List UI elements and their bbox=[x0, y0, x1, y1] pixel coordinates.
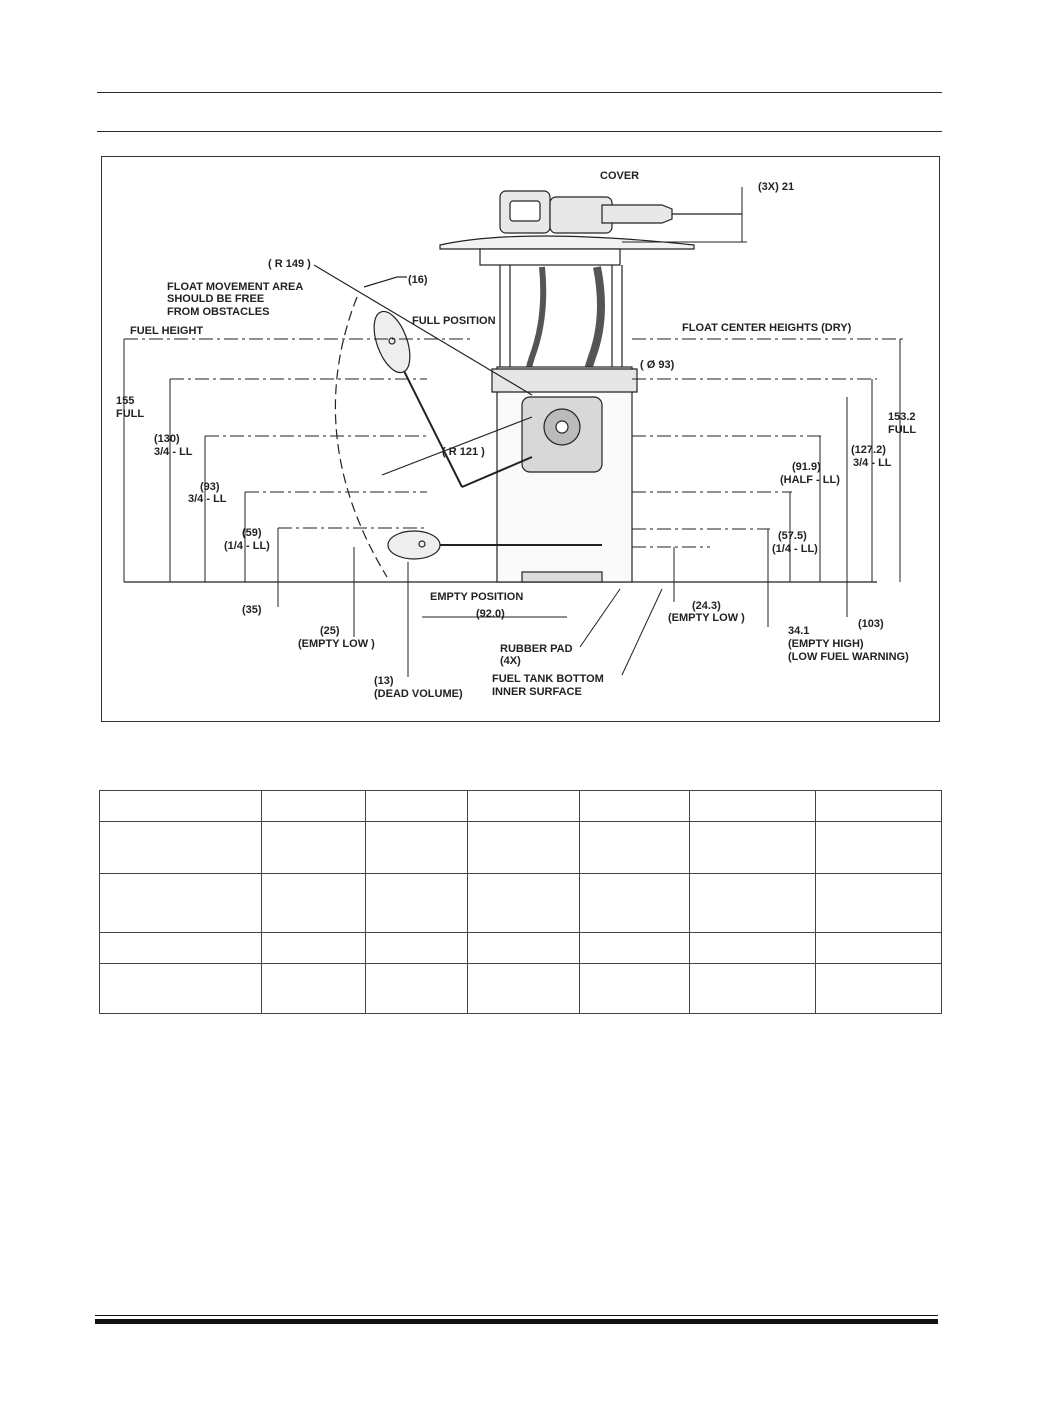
table-cell bbox=[260, 873, 366, 933]
label-h57: (57.5) bbox=[778, 530, 807, 542]
label-h91: (91.9) bbox=[792, 461, 821, 473]
label-fuel-height: FUEL HEIGHT bbox=[130, 325, 203, 337]
label-dead-volume: (DEAD VOLUME) bbox=[374, 688, 463, 700]
table-cell bbox=[466, 963, 581, 1014]
table-cell bbox=[466, 821, 581, 874]
label-tank-bottom-1: FUEL TANK BOTTOM bbox=[492, 673, 604, 685]
label-d92: (92.0) bbox=[476, 608, 505, 620]
label-h127: (127.2) bbox=[851, 444, 886, 456]
label-h155: 155 bbox=[116, 395, 134, 407]
table-cell bbox=[260, 963, 366, 1014]
label-tank-bottom-2: INNER SURFACE bbox=[492, 686, 582, 698]
label-float-area-2: SHOULD BE FREE bbox=[167, 293, 264, 305]
table-row bbox=[99, 790, 942, 822]
label-diameter-93: ( Ø 93) bbox=[640, 359, 675, 371]
table-cell bbox=[579, 790, 691, 822]
table-cell bbox=[815, 873, 942, 933]
label-h24: (24.3) bbox=[692, 600, 721, 612]
label-connector-length: (3X) 21 bbox=[758, 181, 794, 193]
table-cell bbox=[579, 932, 691, 964]
float-empty bbox=[387, 530, 441, 560]
label-full-left: FULL bbox=[116, 408, 144, 420]
table-cell bbox=[579, 873, 691, 933]
header-rule-bottom bbox=[97, 131, 942, 132]
diagram-svg: COVER (3X) 21 ( R 149 ) (16) FLOAT MOVEM… bbox=[116, 170, 916, 700]
table-cell bbox=[99, 873, 262, 933]
spec-table bbox=[99, 790, 942, 1014]
table-cell bbox=[466, 932, 581, 964]
table-row bbox=[99, 932, 942, 964]
table-cell bbox=[364, 873, 468, 933]
label-full-position: FULL POSITION bbox=[412, 315, 496, 327]
label-empty-position: EMPTY POSITION bbox=[430, 591, 523, 603]
table-cell bbox=[364, 963, 468, 1014]
table-cell bbox=[815, 821, 942, 874]
table-cell bbox=[579, 963, 691, 1014]
table-cell bbox=[260, 932, 366, 964]
fuel-sender-diagram: COVER (3X) 21 ( R 149 ) (16) FLOAT MOVEM… bbox=[101, 156, 940, 722]
table-cell bbox=[689, 821, 817, 874]
table-cell bbox=[466, 873, 581, 933]
label-h59: (59) bbox=[242, 527, 262, 539]
table-cell bbox=[815, 963, 942, 1014]
fuel-outlet-tube bbox=[601, 204, 673, 224]
label-h57-sub: (1/4 - LL) bbox=[772, 543, 818, 555]
label-low-fuel-warning: (LOW FUEL WARNING) bbox=[788, 651, 909, 663]
label-empty-low-right: (EMPTY LOW ) bbox=[668, 612, 745, 624]
label-h127-sub: 3/4 - LL bbox=[853, 457, 892, 469]
table-cell bbox=[689, 873, 817, 933]
label-rubber-pad-qty: (4X) bbox=[500, 655, 521, 667]
table-cell bbox=[364, 790, 468, 822]
table-cell bbox=[689, 963, 817, 1014]
label-float-area-1: FLOAT MOVEMENT AREA bbox=[167, 281, 303, 293]
label-h93: (93) bbox=[200, 481, 220, 493]
label-cover: COVER bbox=[600, 170, 639, 182]
label-float-center-heights: FLOAT CENTER HEIGHTS (DRY) bbox=[682, 322, 852, 334]
table-cell bbox=[815, 790, 942, 822]
table-row bbox=[99, 873, 942, 933]
label-r121: ( R 121 ) bbox=[442, 446, 485, 458]
label-float-area-3: FROM OBSTACLES bbox=[167, 306, 269, 318]
header-rule-top bbox=[97, 92, 942, 93]
label-h130: (130) bbox=[154, 433, 180, 445]
footer-rule-thick bbox=[95, 1319, 938, 1324]
table-cell bbox=[689, 790, 817, 822]
footer-rule-thin bbox=[95, 1315, 938, 1316]
label-d25: (25) bbox=[320, 625, 340, 637]
label-d35: (35) bbox=[242, 604, 262, 616]
flange bbox=[439, 235, 695, 250]
label-full-right: FULL bbox=[888, 424, 916, 436]
table-cell bbox=[260, 821, 366, 874]
label-h91-sub: (HALF - LL) bbox=[780, 474, 840, 486]
table-cell bbox=[466, 790, 581, 822]
table-cell bbox=[99, 790, 262, 822]
label-d13: (13) bbox=[374, 675, 394, 687]
table-cell bbox=[579, 821, 691, 874]
label-d16: (16) bbox=[408, 274, 428, 286]
table-cell bbox=[99, 963, 262, 1014]
table-cell bbox=[364, 932, 468, 964]
table-cell bbox=[689, 932, 817, 964]
label-h34: 34.1 bbox=[788, 625, 809, 637]
table-cell bbox=[260, 790, 366, 822]
float-full bbox=[373, 310, 411, 374]
label-h103: (103) bbox=[858, 618, 884, 630]
label-rubber-pad: RUBBER PAD bbox=[500, 643, 573, 655]
label-h153: 153.2 bbox=[888, 411, 916, 423]
label-r149: ( R 149 ) bbox=[268, 258, 311, 270]
table-row bbox=[99, 821, 942, 874]
table-row bbox=[99, 963, 942, 1014]
table-cell bbox=[99, 821, 262, 874]
flange-neck bbox=[479, 248, 621, 266]
float-arc bbox=[334, 296, 388, 578]
table-cell bbox=[364, 821, 468, 874]
label-h59-sub: (1/4 - LL) bbox=[224, 540, 270, 552]
label-h93-sub: 3/4 - LL bbox=[188, 493, 227, 505]
label-h130-sub: 3/4 - LL bbox=[154, 446, 193, 458]
label-empty-high: (EMPTY HIGH) bbox=[788, 638, 864, 650]
table-cell bbox=[99, 932, 262, 964]
label-empty-low-left: (EMPTY LOW ) bbox=[298, 638, 375, 650]
table-cell bbox=[815, 932, 942, 964]
